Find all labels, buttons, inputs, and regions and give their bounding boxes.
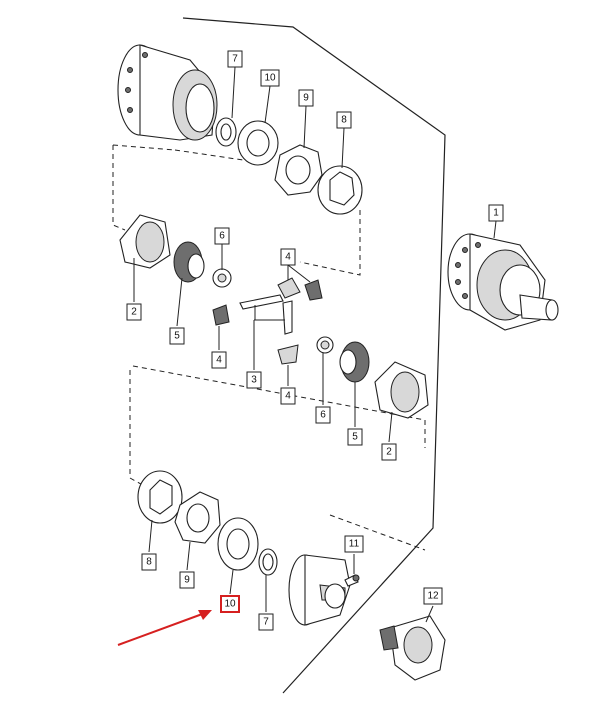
callout-box-c9b [179,571,195,589]
side-gear-carrier-2-upper [119,214,171,269]
callout-box-c10b [220,595,240,613]
callout-label-c4c: 4 [285,391,291,402]
callout-label-c3: 3 [251,375,257,386]
pinion-4-d [277,344,299,365]
callout-box-c2a [126,303,142,321]
callout-box-c4b [211,351,227,369]
bolt-11 [344,574,360,587]
callout-label-c4a: 4 [285,252,291,263]
side-gear-5-upper [173,241,205,283]
callout-label-c7a: 7 [232,54,238,65]
pinion-4-b [304,279,323,301]
shim-10-upper [237,120,279,166]
friction-disc-8-upper [317,165,363,215]
callout-box-c10a [260,69,280,87]
callout-label-c1: 1 [493,208,499,219]
callout-box-c6b [315,406,331,424]
callout-box-c8b [141,553,157,571]
thrust-washer-7-upper [215,117,237,147]
callout-box-c7a [227,50,243,68]
callout-box-c1 [488,204,504,222]
differential-housing [447,233,559,331]
callout-label-c11: 11 [349,539,360,550]
thrust-washer-7-lower [258,548,278,576]
friction-disc-9-lower [174,491,221,544]
assembly-frame [182,17,446,694]
callout-label-c12: 12 [427,591,439,602]
callout-box-c6a [214,227,230,245]
callout-box-c12 [423,587,443,605]
callout-box-c3 [246,371,262,389]
drive-flange [288,554,351,626]
callout-label-c10b: 10 [224,599,236,610]
callout-box-c2b [381,443,397,461]
callout-box-c8a [336,111,352,129]
callout-label-c4b: 4 [216,355,222,366]
upper-housing-cover [117,44,218,141]
side-gear-carrier-2-lower [374,361,429,419]
callout-label-c9b: 9 [184,575,190,586]
callout-label-c6b: 6 [320,410,326,421]
highlight-arrow [117,610,212,646]
output-shaft-12 [379,615,446,681]
callout-box-c7b [258,613,274,631]
lower-group-outline [129,365,426,551]
callout-box-c4a [280,248,296,266]
side-gear-5-lower [339,341,370,383]
callout-label-c10a: 10 [264,73,276,84]
callout-labels: 7 10 9 8 1 6 4 2 5 4 3 4 6 5 2 11 8 9 10 7 12 [126,50,504,631]
cross-shaft-3 [239,294,293,335]
callout-label-c8a: 8 [341,115,347,126]
callout-box-c5b [347,428,363,446]
callout-box-c4c [280,387,296,405]
spacer-6-upper [212,268,232,288]
callout-label-c5a: 5 [174,331,180,342]
callout-label-c7b: 7 [263,617,269,628]
callout-label-c9a: 9 [303,93,309,104]
leader-lines [133,66,497,623]
pinion-4-c [212,304,230,326]
spacer-6-lower [316,336,334,354]
callout-label-c2b: 2 [386,447,392,458]
callout-box-c5a [169,327,185,345]
friction-disc-8-lower [137,470,183,524]
callout-label-c2a: 2 [131,307,137,318]
callout-label-c5b: 5 [352,432,358,443]
shim-10-lower [217,517,259,571]
pinion-4-a [277,277,301,299]
callout-box-c9a [298,89,314,107]
friction-disc-9-upper [274,144,323,196]
callout-label-c8b: 8 [146,557,152,568]
callout-label-c6a: 6 [219,231,225,242]
callout-box-c11 [344,535,364,553]
